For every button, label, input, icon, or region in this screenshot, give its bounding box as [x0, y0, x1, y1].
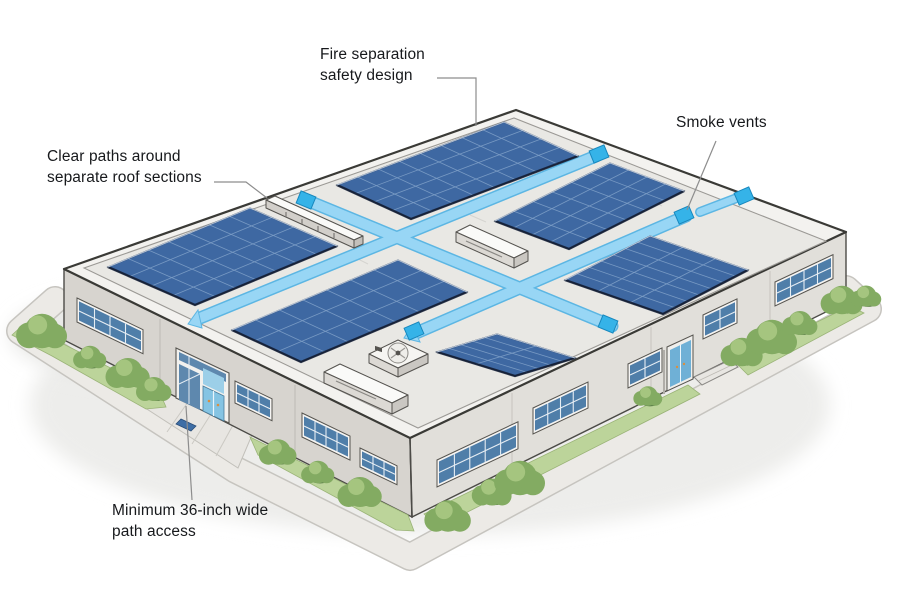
solar-array: [434, 333, 578, 378]
label-path-access: Minimum 36-inch wide path access: [112, 500, 268, 542]
bush: [73, 345, 107, 369]
label-fire-separation: Fire separation safety design: [320, 44, 425, 86]
bush: [301, 460, 335, 484]
window: [774, 253, 834, 307]
smoke-vent: [403, 321, 425, 341]
louver-unit: [323, 363, 409, 415]
bush: [16, 313, 68, 349]
label-text: safety design: [320, 67, 413, 84]
solar-array: [106, 207, 339, 307]
building-corner-edge: [409, 437, 413, 518]
smoke-vent: [733, 186, 755, 206]
window: [234, 380, 273, 422]
rooftop-units: [265, 195, 529, 415]
label-text: Fire separation: [320, 46, 425, 63]
smoke-vent: [597, 314, 619, 334]
window: [359, 447, 398, 486]
wall-joint: [159, 319, 296, 455]
label-text: separate roof sections: [47, 169, 202, 186]
bush: [258, 439, 297, 465]
bush: [633, 386, 663, 407]
rooftop-fan-unit: [368, 339, 429, 378]
leader-line-path-access: [185, 405, 193, 501]
bush: [746, 319, 798, 355]
label-text: path access: [112, 523, 196, 540]
label-smoke-vents: Smoke vents: [676, 112, 767, 133]
label-clear-paths: Clear paths around separate roof section…: [47, 146, 202, 188]
bush: [850, 285, 882, 307]
bush: [471, 478, 512, 506]
solar-array: [493, 162, 686, 251]
leader-lines: [185, 77, 717, 501]
smoke-vent: [588, 144, 610, 164]
walkway-arrow: [187, 308, 203, 329]
roof-walkways: [187, 144, 755, 343]
window: [627, 347, 663, 389]
side-door: [666, 334, 739, 392]
window: [532, 381, 589, 435]
bush: [820, 285, 863, 315]
walkway: [195, 151, 601, 323]
smoke-vent: [295, 190, 317, 210]
entrance-door: [175, 347, 230, 432]
leader-line-clear-paths: [214, 181, 268, 199]
bush: [105, 358, 150, 388]
window: [301, 412, 351, 461]
bush: [494, 460, 546, 496]
window: [436, 420, 519, 488]
bush: [782, 311, 818, 335]
window: [76, 297, 144, 355]
bush: [337, 477, 382, 507]
walkway-stub: [696, 192, 746, 216]
label-text: Smoke vents: [676, 114, 767, 131]
solar-array: [335, 121, 580, 221]
walkway: [411, 211, 691, 338]
solar-array: [563, 235, 750, 316]
smoke-vent: [673, 205, 695, 225]
skylight-strip: [265, 195, 364, 249]
window: [702, 298, 738, 340]
leader-line-smoke-vents: [686, 140, 717, 211]
label-text: Clear paths around: [47, 148, 181, 165]
bush: [424, 500, 471, 532]
solar-array: [230, 259, 469, 364]
label-text: Minimum 36-inch wide: [112, 502, 269, 519]
doormat: [175, 418, 197, 432]
walkway: [301, 195, 617, 331]
bush: [136, 377, 172, 401]
leader-line-fire-separation: [437, 77, 477, 126]
hvac-unit: [455, 224, 529, 269]
